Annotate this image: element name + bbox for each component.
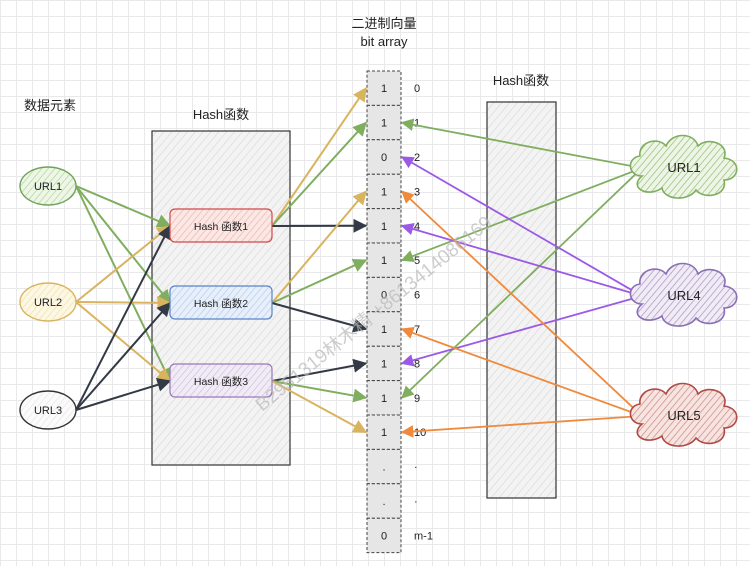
bit-value: . <box>382 462 385 474</box>
cloud-url1-label: URL1 <box>667 160 700 175</box>
cloud-to-bit-arrow <box>400 295 643 367</box>
bit-index: · <box>414 496 418 508</box>
bit-value: 0 <box>381 290 387 302</box>
bit-cell <box>366 517 402 554</box>
hash-to-bit-arrow <box>271 302 368 333</box>
bit-index: 6 <box>414 290 420 302</box>
bit-value: 1 <box>381 358 387 370</box>
bit-index: 3 <box>414 186 420 198</box>
hash-to-bit-arrow <box>271 380 368 434</box>
cloud-url5-label: URL5 <box>667 408 700 423</box>
hash-function-3-box <box>169 363 273 398</box>
right-hash-label: Hash函数 <box>493 73 549 88</box>
bit-array-title-cn: 二进制向量 <box>351 16 416 31</box>
bit-value: 1 <box>381 255 387 267</box>
input-url2-label: URL2 <box>34 297 62 309</box>
cloud-to-bit-arrow <box>400 222 643 297</box>
bit-value: 0 <box>381 530 387 542</box>
bit-value: 1 <box>381 393 387 405</box>
right-hash-container <box>486 101 557 499</box>
cloud-to-bit-arrow <box>400 415 643 438</box>
connector-arrows <box>75 87 643 438</box>
input-to-hash-arrow <box>75 225 172 303</box>
hash-to-bit-arrow <box>271 87 367 227</box>
input-to-hash-arrow <box>75 301 171 411</box>
hash-function-2-box <box>169 285 273 320</box>
bit-cell <box>366 483 402 519</box>
hash-to-bit-arrow <box>271 358 368 382</box>
bit-index: 2 <box>414 152 420 164</box>
bit-value: 1 <box>381 221 387 233</box>
input-to-hash-arrow <box>75 378 172 411</box>
left-hash-label: Hash函数 <box>193 107 249 122</box>
bit-value: 1 <box>381 427 387 439</box>
bit-value: 1 <box>381 186 387 198</box>
hash-to-bit-arrow <box>271 190 367 304</box>
input-url2-node <box>19 282 77 322</box>
bit-value: 0 <box>381 152 387 164</box>
bit-cell <box>366 448 402 485</box>
hash-function-2-label: Hash 函数2 <box>194 297 248 310</box>
bit-cell <box>366 414 402 450</box>
bit-value: 1 <box>381 83 387 95</box>
bit-value: 1 <box>381 324 387 336</box>
bit-index: 4 <box>414 221 420 233</box>
bit-index: 0 <box>414 83 420 95</box>
bit-index: 10 <box>414 427 426 439</box>
input-to-hash-arrow <box>75 224 171 411</box>
cloud-to-bit-arrow <box>401 167 643 399</box>
hash-to-bit-arrow <box>271 259 368 304</box>
input-url1-label: URL1 <box>34 181 62 193</box>
bit-value: . <box>382 496 385 508</box>
cloud-to-bit-arrow <box>400 118 643 169</box>
bit-index: 5 <box>414 255 420 267</box>
cloud-to-bit-arrow <box>400 167 643 263</box>
data-elements-label: 数据元素 <box>24 98 76 113</box>
bit-index: 7 <box>414 324 420 336</box>
bit-index: 9 <box>414 393 420 405</box>
bit-array-title-en: bit array <box>361 34 408 49</box>
hash-to-bit-arrow <box>271 121 367 227</box>
bit-cell <box>366 380 402 416</box>
cloud-to-bit-arrow <box>400 326 643 417</box>
hash-function-1-box <box>169 208 273 243</box>
bit-index: m-1 <box>414 530 433 542</box>
input-url3-node <box>19 390 77 430</box>
bit-cell <box>366 173 402 210</box>
input-url3-label: URL3 <box>34 405 62 417</box>
bit-cell <box>366 70 402 106</box>
input-url1-node <box>19 166 77 206</box>
cloud-to-bit-arrow <box>401 190 643 417</box>
input-to-hash-arrow <box>75 185 171 305</box>
bit-index: · <box>414 462 418 474</box>
bit-cell <box>366 276 402 313</box>
bit-cell <box>366 242 402 278</box>
cloud-url4-label: URL4 <box>667 288 700 303</box>
hash-function-1-label: Hash 函数1 <box>194 220 248 233</box>
hash-to-bit-arrow <box>271 380 368 403</box>
input-to-hash-arrow <box>75 301 172 382</box>
input-to-hash-arrow <box>75 295 172 310</box>
cloud-to-bit-arrow <box>400 156 643 297</box>
bit-index: 1 <box>414 118 420 130</box>
bit-value: 1 <box>381 118 387 130</box>
hash-function-3-label: Hash 函数3 <box>194 375 248 388</box>
bit-index: 8 <box>414 358 420 370</box>
input-to-hash-arrow <box>75 185 171 383</box>
input-to-hash-arrow <box>75 185 172 228</box>
